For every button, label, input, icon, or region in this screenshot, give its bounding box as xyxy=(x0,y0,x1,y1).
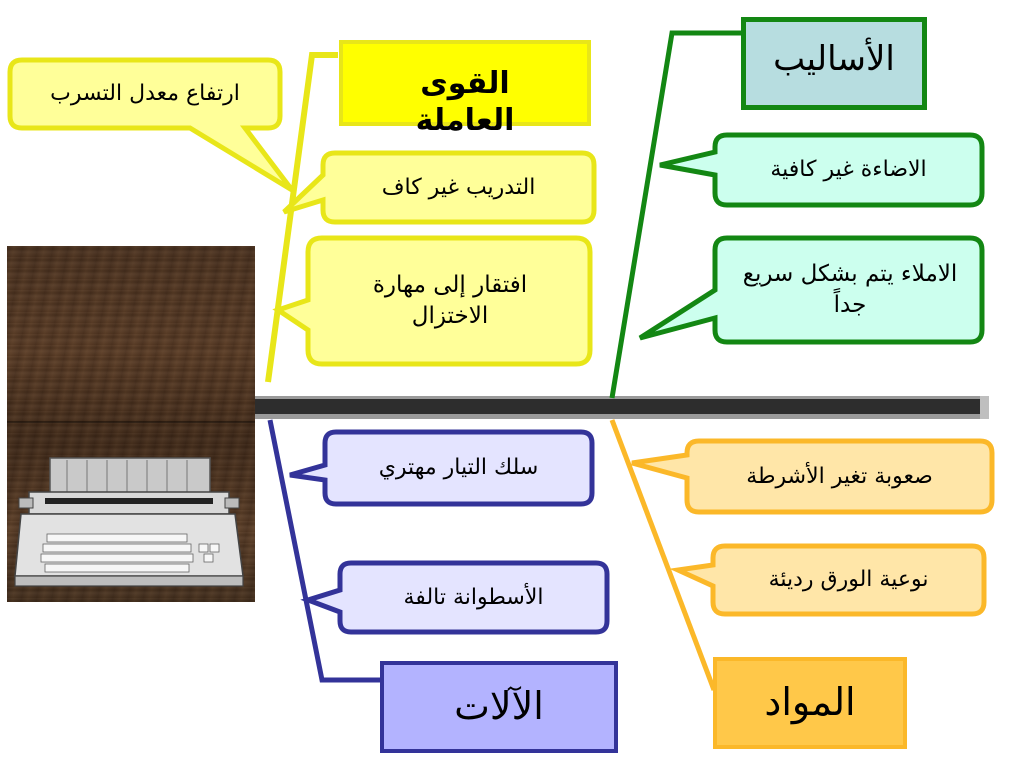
category-materials-box: المواد xyxy=(713,657,907,749)
fishbone-spine xyxy=(255,396,987,419)
callout-shorthand xyxy=(272,235,593,367)
callout-ribbons xyxy=(631,438,995,515)
callout-dictation xyxy=(638,235,985,345)
typewriter-icon xyxy=(14,457,244,587)
cause-training: التدريب غير كاف xyxy=(381,174,536,200)
cause-paper: نوعية الورق رديئة xyxy=(768,567,929,593)
category-methods-title: الأساليب xyxy=(773,39,895,79)
callout-cylinder xyxy=(300,560,610,635)
callout-training xyxy=(282,150,597,225)
category-machines-box: الآلات xyxy=(380,661,618,753)
cause-cylinder: الأسطوانة تالفة xyxy=(403,584,544,610)
callout-lighting xyxy=(659,132,985,208)
category-methods-box: الأساليب xyxy=(741,17,927,110)
category-materials-title: المواد xyxy=(764,680,856,725)
callout-power-cord xyxy=(289,429,595,507)
category-machines-title: الآلات xyxy=(454,684,544,729)
category-manpower-title: القوى العاملة xyxy=(415,65,515,139)
category-manpower-box: القوى العاملة xyxy=(339,40,591,138)
wood-seam xyxy=(7,421,255,423)
cause-ribbons: صعوبة تغير الأشرطة xyxy=(746,463,933,489)
machines-branch-line xyxy=(267,419,384,683)
cause-dropout-rate: ارتفاع معدل التسرب xyxy=(50,81,240,107)
callout-paper xyxy=(669,543,987,617)
manpower-branch-line xyxy=(265,52,338,383)
materials-branch-line xyxy=(609,419,717,691)
methods-branch-line xyxy=(609,30,744,399)
cause-shorthand: افتقار إلى مهارة الاختزال xyxy=(372,271,528,329)
cause-power-cord: سلك التيار مهتري xyxy=(378,455,539,481)
cause-lighting: الاضاءة غير كافية xyxy=(770,157,927,183)
cause-dictation: الاملاء يتم بشكل سريع جداً xyxy=(742,260,958,318)
callout-dropout-rate xyxy=(7,57,294,193)
